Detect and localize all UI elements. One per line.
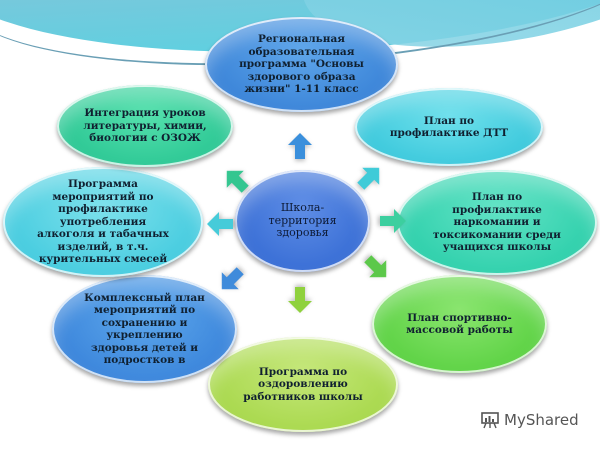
node-text-line: План по (471, 191, 523, 204)
node-text-line: укреплению (106, 329, 183, 341)
node-sports-plan: План спортивно- массовой работы (372, 275, 547, 373)
node-text-line: работников школы (243, 390, 363, 403)
node-text-line: мероприятий по (93, 304, 196, 316)
node-text-line: учащихся школы (442, 241, 552, 254)
node-text-line: подростков в (103, 354, 186, 366)
arrow-left-icon (206, 211, 234, 237)
node-staff-wellness-program: Программа по оздоровлению работников шко… (208, 337, 398, 432)
node-text-line: Региональная (257, 33, 346, 46)
node-text-line: здоровья детей и (91, 341, 198, 354)
arrow-down-icon (287, 286, 313, 314)
node-text-line: курительных смесей (38, 253, 168, 266)
arrow-up-icon (287, 132, 313, 160)
node-text-line: Комплексный план (84, 291, 205, 304)
arrow-down-left-icon (212, 261, 250, 299)
node-text-line: токсикомании среди (433, 228, 561, 241)
arrow-down-right-icon (358, 249, 396, 287)
node-text-line: оздоровлению (258, 378, 348, 391)
node-alcohol-tobacco-program: Программа мероприятий по профилактике уп… (3, 167, 203, 277)
arrow-up-left-icon (217, 161, 255, 199)
node-text-line: План по (423, 114, 475, 127)
center-node-school-health: Школа- территория здоровья (235, 170, 370, 272)
node-text-line: мероприятий по (52, 190, 154, 203)
presentation-board-icon (481, 412, 499, 429)
node-text-line: План спортивно- (407, 311, 512, 324)
center-text-line: территория (268, 213, 337, 227)
node-text-line: профилактике (58, 203, 148, 216)
node-text-line: жизни" 1-11 класс (244, 83, 359, 96)
node-text-line: образовательная (248, 45, 355, 58)
node-text-line: алкоголя и табачных (37, 228, 169, 241)
node-drug-prevention-plan: План по профилактике наркомании и токсик… (397, 170, 597, 275)
node-text-line: биологии с ОЗОЖ (89, 132, 201, 145)
node-text-line: профилактике ДТТ (389, 127, 509, 139)
node-child-health-plan: Комплексный план мероприятий по сохранен… (52, 275, 237, 383)
myshared-watermark: MyShared (480, 411, 579, 429)
arrow-up-right-icon (351, 158, 389, 196)
node-text-line: наркомании и (453, 216, 541, 229)
node-text-line: сохранению и (101, 316, 188, 329)
node-text-line: массовой работы (406, 324, 513, 336)
node-text-line: профилактике (452, 203, 542, 216)
node-text-line: программа "Основы (239, 58, 364, 71)
node-text-line: литературы, химии, (83, 119, 207, 132)
node-text-line: изделий, в т.ч. (57, 240, 149, 253)
center-text-line: Школа- (280, 201, 325, 215)
node-text-line: Программа по (258, 365, 348, 378)
node-traffic-prevention-plan: План по профилактике ДТТ (355, 88, 543, 166)
node-regional-program: Региональная образовательная программа "… (205, 17, 398, 112)
node-text-line: употребления (59, 215, 147, 228)
node-lesson-integration: Интеграция уроков литературы, химии, био… (57, 85, 233, 167)
node-text-line: Интеграция уроков (84, 107, 206, 120)
node-text-line: Программа (68, 178, 138, 191)
arrow-right-icon (379, 208, 407, 234)
center-text-line: здоровья (276, 226, 329, 240)
node-text-line: здорового образа (247, 70, 356, 83)
watermark-text: MyShared (504, 411, 579, 429)
